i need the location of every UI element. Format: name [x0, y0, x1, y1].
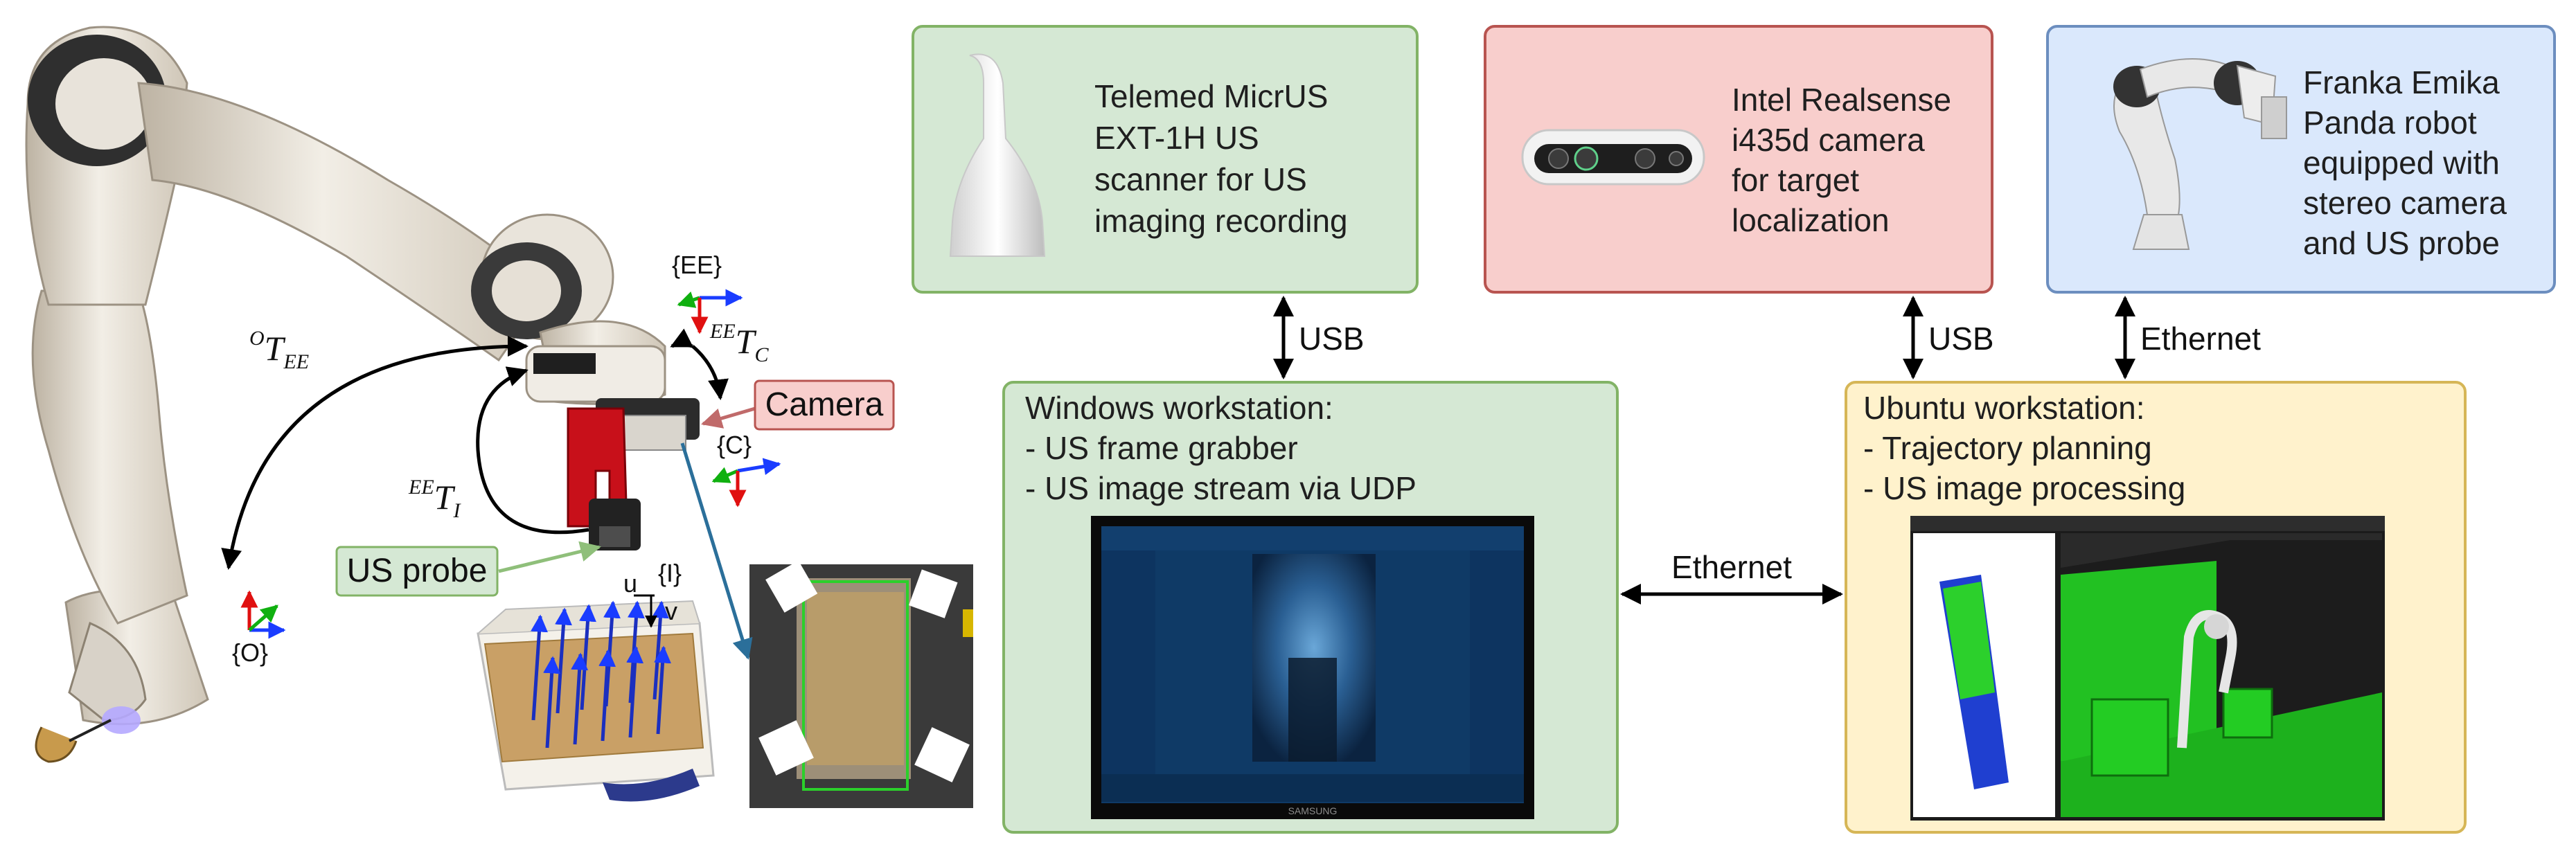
robot-line-1: Franka Emika — [2303, 64, 2500, 100]
connection-usb-left: USB — [1273, 296, 1365, 379]
connection-usb-right: USB — [1903, 296, 1994, 379]
monitor-brand: SAMSUNG — [1288, 805, 1338, 816]
frame-c: {C} — [711, 431, 781, 508]
ubuntu-line-2: - Trajectory planning — [1863, 430, 2152, 466]
probe-callout: US probe — [335, 541, 601, 597]
transform-arrows — [221, 328, 729, 570]
robot-line-5: and US probe — [2303, 225, 2500, 261]
camera-line-1: Intel Realsense — [1732, 82, 1951, 118]
camera-callout: Camera — [701, 379, 895, 431]
arrow-ee-t-c — [691, 345, 729, 400]
probe-label: US probe — [347, 553, 488, 589]
box-us-scanner: Telemed MicrUS EXT-1H US scanner for US … — [912, 25, 1419, 294]
robot-line-3: equipped with — [2303, 145, 2500, 181]
label-ee-t-c: EETC — [709, 320, 769, 366]
box-ubuntu-workstation: Ubuntu workstation: - Trajectory plannin… — [1845, 381, 2467, 834]
frame-ee: {EE} — [672, 251, 743, 334]
panda-robot-icon — [2113, 58, 2287, 250]
camera-view-image — [749, 560, 973, 808]
frame-v-label: v — [665, 597, 677, 625]
usb-right-label: USB — [1928, 321, 1994, 357]
connection-ethernet-middle: Ethernet — [1620, 549, 1843, 604]
camera-label: Camera — [765, 386, 884, 423]
frame-o-label: {O} — [232, 638, 268, 667]
us-monitor: SAMSUNG — [1091, 516, 1534, 819]
box-camera: Intel Realsense i435d camera for target … — [1484, 25, 1993, 294]
robot-line-2: Panda robot — [2303, 105, 2477, 141]
transform-labels: OTEE EETC EETI — [249, 320, 769, 522]
us-probe-icon — [949, 53, 1046, 257]
robot-line-4: stereo camera — [2303, 185, 2507, 221]
ethernet-robot-label: Ethernet — [2140, 321, 2261, 357]
camera-line-3: for target — [1732, 162, 1859, 198]
label-ee-t-i: EETI — [408, 476, 461, 522]
frame-i: {I} u v — [623, 559, 682, 628]
realsense-camera-icon — [1521, 129, 1705, 186]
robot-link-lower — [31, 289, 188, 625]
phantom-box — [477, 600, 715, 802]
usb-left-label: USB — [1299, 321, 1365, 357]
frame-c-label: {C} — [717, 431, 752, 459]
windows-line-1: Windows workstation: — [1025, 390, 1333, 426]
us-scanner-line-4: imaging recording — [1094, 203, 1348, 239]
us-scanner-line-1: Telemed MicrUS — [1094, 78, 1328, 114]
box-windows-workstation: Windows workstation: - US frame grabber … — [1002, 381, 1619, 834]
camera-line-2: i435d camera — [1732, 122, 1925, 158]
windows-line-2: - US frame grabber — [1025, 430, 1298, 466]
ubuntu-line-1: Ubuntu workstation: — [1863, 390, 2145, 426]
ethernet-middle-label: Ethernet — [1671, 549, 1792, 585]
windows-line-3: - US image stream via UDP — [1025, 470, 1416, 506]
frame-i-label: {I} — [658, 559, 682, 587]
ubuntu-line-3: - US image processing — [1863, 470, 2185, 506]
robot-photo — [25, 26, 973, 808]
arrow-o-t-ee — [221, 336, 528, 570]
us-scanner-line-2: EXT-1H US — [1094, 120, 1259, 156]
camera-line-4: localization — [1732, 202, 1890, 238]
arrow-ee-t-i — [476, 366, 589, 535]
label-o-t-ee: OTEE — [249, 327, 309, 373]
camera-ray — [680, 442, 753, 660]
frame-ee-label: {EE} — [672, 251, 722, 279]
frame-u-label: u — [623, 569, 637, 598]
us-scanner-line-3: scanner for US — [1094, 161, 1307, 197]
trajectory-arrows — [531, 600, 672, 749]
frame-o: {O} — [232, 590, 286, 667]
connection-ethernet-robot: Ethernet — [2115, 296, 2261, 379]
box-robot: Franka Emika Panda robot equipped with s… — [2046, 25, 2556, 294]
ubuntu-screen — [1910, 516, 2385, 821]
